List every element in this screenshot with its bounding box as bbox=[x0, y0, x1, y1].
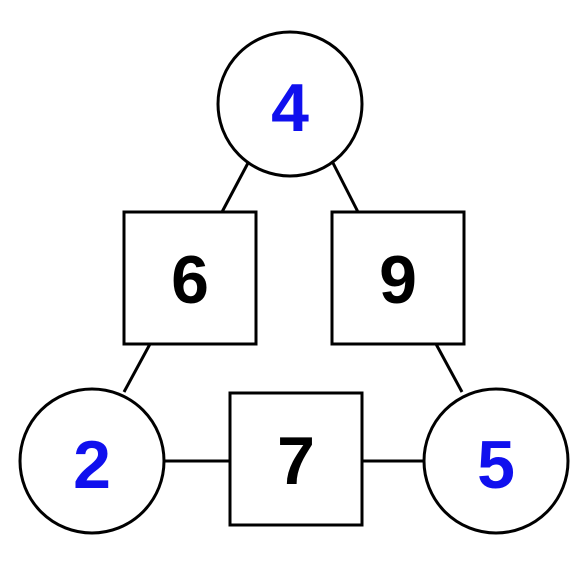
circle-top-number: 4 bbox=[271, 70, 309, 146]
square-node-bottom: 7 bbox=[228, 391, 364, 527]
circle-bottom-right-number: 5 bbox=[477, 427, 515, 503]
square-bottom-shape bbox=[228, 391, 364, 527]
square-node-right: 9 bbox=[330, 210, 466, 346]
circle-bottom-left-shape bbox=[18, 387, 166, 535]
square-left-number: 6 bbox=[171, 242, 209, 318]
circle-node-bottom-left: 2 bbox=[18, 387, 166, 535]
square-node-left: 6 bbox=[122, 210, 258, 346]
connector-top-left bbox=[220, 162, 250, 213]
connector-right-bottomright bbox=[434, 343, 464, 393]
square-right-shape bbox=[330, 210, 466, 346]
connector-left-bottomleft bbox=[122, 343, 152, 393]
connector-top-right bbox=[331, 162, 360, 213]
circle-bottom-right-shape bbox=[422, 387, 570, 535]
circle-node-top: 4 bbox=[216, 30, 364, 178]
square-left-shape bbox=[122, 210, 258, 346]
circle-top-shape bbox=[216, 30, 364, 178]
circle-bottom-left-number: 2 bbox=[73, 427, 111, 503]
circle-node-bottom-right: 5 bbox=[422, 387, 570, 535]
square-bottom-number: 7 bbox=[277, 423, 315, 499]
square-right-number: 9 bbox=[379, 242, 417, 318]
